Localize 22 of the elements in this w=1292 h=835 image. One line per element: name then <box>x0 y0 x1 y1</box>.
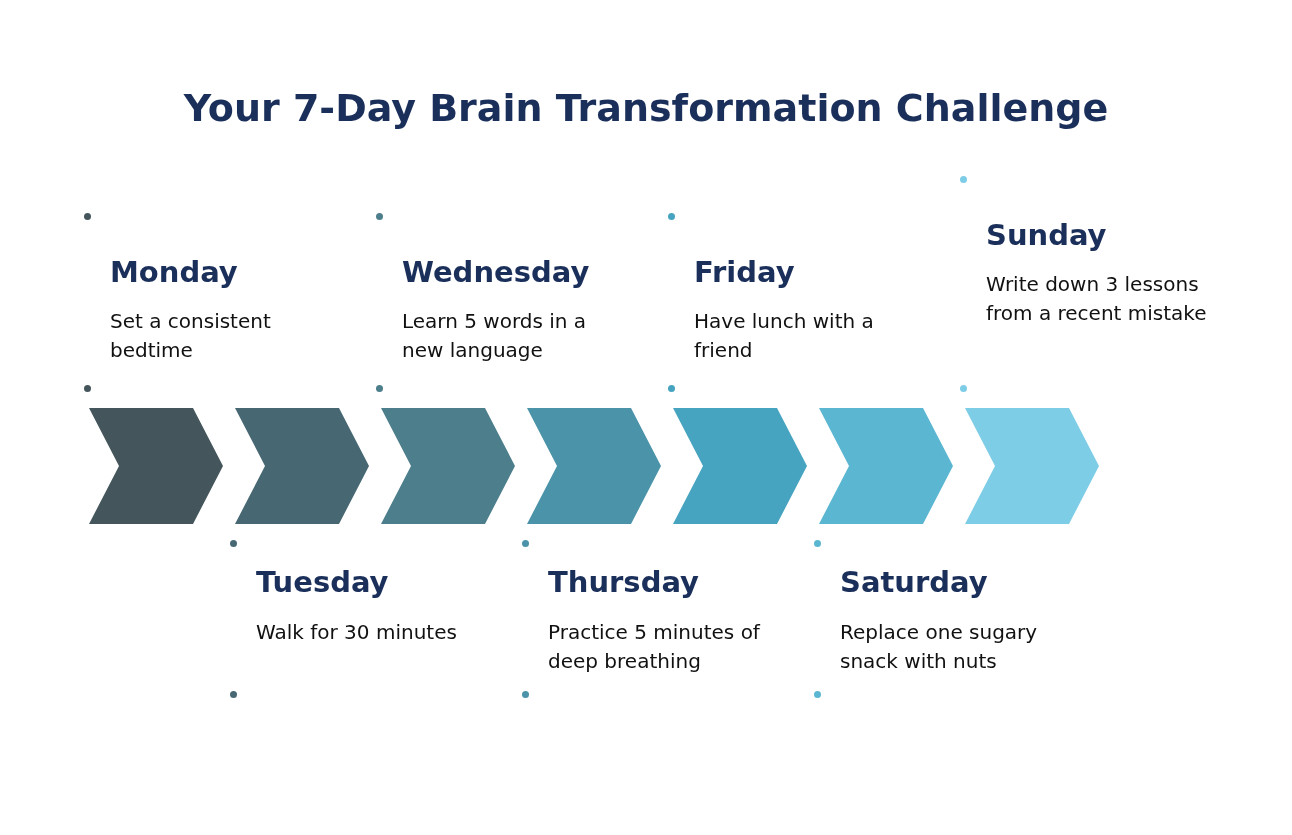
chevron-segment <box>381 408 515 524</box>
day-heading: Sunday <box>986 218 1107 252</box>
day-heading: Saturday <box>840 565 988 599</box>
page-title: Your 7-Day Brain Transformation Challenge <box>182 86 1110 130</box>
task-description: Learn 5 words in a new language <box>402 308 588 364</box>
chevron-segment <box>965 408 1099 524</box>
chevron-segment <box>89 408 223 524</box>
task-description: Set a consistent bedtime <box>110 308 272 364</box>
day-heading: Friday <box>694 255 795 289</box>
task-description: Practice 5 minutes of deep breathing <box>548 619 762 675</box>
chevron-segment <box>819 408 953 524</box>
chevron-segment <box>673 408 807 524</box>
task-description: Walk for 30 minutes <box>256 619 458 646</box>
day-heading: Tuesday <box>256 565 389 599</box>
task-description: Write down 3 lessons from a recent mistake <box>986 271 1208 327</box>
chevron-segment <box>527 408 661 524</box>
day-heading: Wednesday <box>402 255 590 289</box>
task-description: Have lunch with a friend <box>694 308 875 364</box>
chevron-segment <box>235 408 369 524</box>
task-description: Replace one sugary snack with nuts <box>840 619 1039 675</box>
day-heading: Thursday <box>548 565 699 599</box>
day-heading: Monday <box>110 255 238 289</box>
